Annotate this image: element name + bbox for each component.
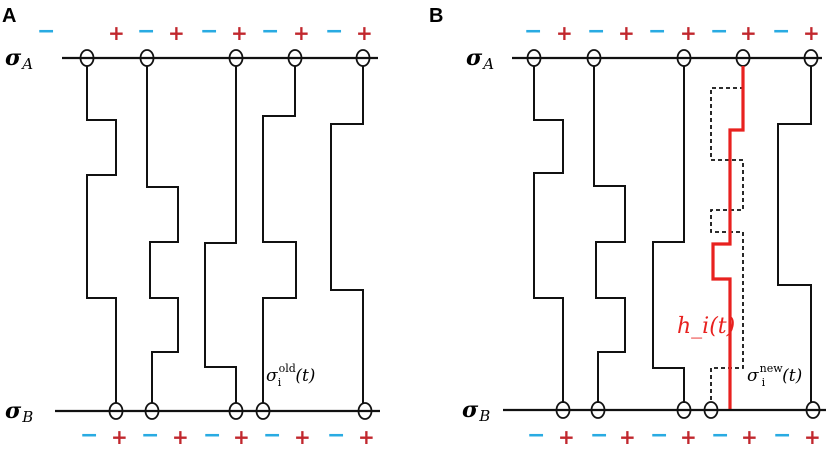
sigma-b-label: σB: [5, 398, 33, 426]
panel-a-bottom-signs: − + − + − + − + − +: [80, 423, 375, 449]
bottom-sign-minus: −: [80, 423, 98, 448]
top-sign-minus: −: [261, 19, 279, 44]
panel-a: A − + − + − + − + − + σA: [2, 5, 380, 449]
worldline-3: [204, 66, 237, 403]
bottom-sign-plus: +: [294, 425, 311, 449]
panel-a-top-signs: − + − + − + − + − +: [37, 19, 373, 45]
bottom-sign-plus: +: [111, 425, 128, 449]
sigma-a-label: σA: [466, 45, 494, 73]
bottom-sign-minus: −: [141, 423, 159, 448]
bottom-sign-plus: +: [233, 425, 250, 449]
bottom-sign-plus: +: [558, 425, 575, 449]
bottom-node: [676, 401, 692, 419]
panel-letter-a: A: [2, 5, 16, 27]
worldline-1: [86, 66, 117, 403]
bottom-node: [703, 401, 719, 419]
highlight-path: [711, 66, 745, 410]
top-sign-plus: +: [168, 21, 185, 45]
bottom-sign-plus: +: [804, 425, 821, 449]
new-path-dashed: [710, 66, 744, 403]
panel-b-bottom-signs: − + − + − + − + − +: [527, 423, 821, 449]
sigma-a-label: σA: [5, 45, 33, 73]
bottom-sign-minus: −: [327, 423, 345, 448]
top-sign-plus: +: [356, 21, 373, 45]
top-sign-minus: −: [772, 19, 790, 44]
bottom-sign-minus: −: [263, 423, 281, 448]
top-sign-plus: +: [108, 21, 125, 45]
worldline-1: [533, 66, 564, 403]
bottom-sign-minus: −: [203, 423, 221, 448]
bottom-node: [255, 402, 271, 420]
bottom-node: [555, 401, 571, 419]
top-sign-minus: −: [587, 19, 605, 44]
top-sign-minus: −: [137, 19, 155, 44]
h-i-label: h_i(t): [677, 314, 735, 339]
bottom-node: [228, 402, 244, 420]
top-sign-plus: +: [293, 21, 310, 45]
worldline-5: [330, 66, 364, 403]
bottom-sign-minus: −: [711, 423, 729, 448]
worldline-4: [262, 66, 297, 403]
bottom-sign-minus: −: [590, 423, 608, 448]
top-sign-plus: +: [556, 21, 573, 45]
top-sign-plus: +: [231, 21, 248, 45]
top-sign-minus: −: [325, 19, 343, 44]
sigma-b-label: σB: [462, 397, 490, 425]
panel-b: B − + − + − + − + − + σA: [429, 5, 826, 449]
top-sign-minus: −: [200, 19, 218, 44]
top-sign-minus: −: [710, 19, 728, 44]
bottom-sign-plus: +: [680, 425, 697, 449]
bottom-sign-minus: −: [527, 423, 545, 448]
bottom-sign-plus: +: [358, 425, 375, 449]
bottom-sign-minus: −: [773, 423, 791, 448]
bottom-sign-minus: −: [650, 423, 668, 448]
top-sign-plus: +: [680, 21, 697, 45]
worldline-5: [777, 66, 812, 403]
bottom-node: [805, 401, 821, 419]
top-sign-plus: +: [740, 21, 757, 45]
bottom-sign-plus: +: [619, 425, 636, 449]
top-sign-minus: −: [37, 19, 55, 44]
bottom-node: [108, 402, 124, 420]
worldline-2: [146, 66, 179, 403]
bottom-node: [144, 402, 160, 420]
bottom-node: [590, 401, 606, 419]
bottom-sign-plus: +: [741, 425, 758, 449]
top-sign-plus: +: [618, 21, 635, 45]
top-sign-plus: +: [803, 21, 820, 45]
panel-b-top-signs: − + − + − + − + − +: [524, 19, 820, 45]
top-sign-minus: −: [648, 19, 666, 44]
worldline-2: [593, 66, 626, 403]
worldline-3: [652, 66, 685, 403]
bottom-node: [357, 402, 373, 420]
bottom-sign-plus: +: [172, 425, 189, 449]
top-sign-minus: −: [524, 19, 542, 44]
panel-letter-b: B: [429, 5, 443, 27]
